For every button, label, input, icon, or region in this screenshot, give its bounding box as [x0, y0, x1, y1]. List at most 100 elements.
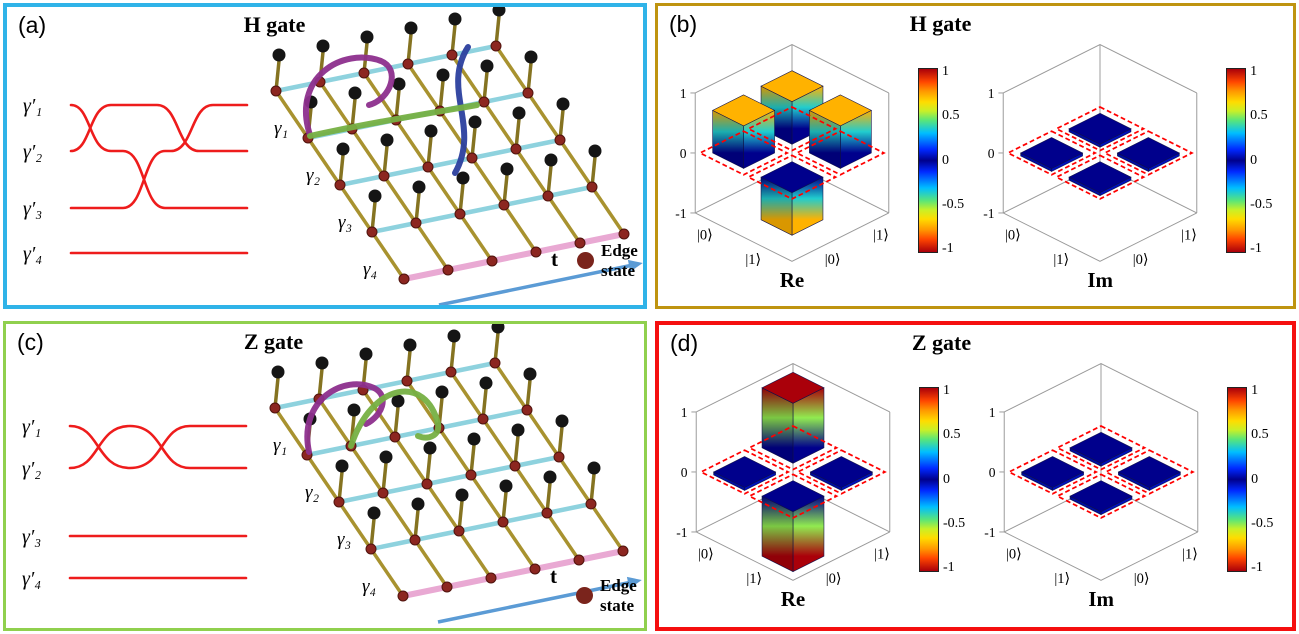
- z-tick-label: 1: [681, 405, 688, 420]
- edge-state-site: [585, 498, 597, 510]
- edge-state-site: [541, 507, 553, 519]
- colorbar-tick: 0: [943, 471, 950, 487]
- colorbar-ticks: 1 0.5 0 -0.5 -1: [1251, 383, 1273, 576]
- ket-label: |1⟩: [1181, 228, 1197, 244]
- ket-label: |1⟩: [746, 571, 762, 587]
- edge-state-site: [410, 217, 422, 229]
- colorbar-tick: 0.5: [1251, 427, 1269, 443]
- bar-shade: [810, 471, 842, 491]
- lattice-rail: [371, 220, 417, 235]
- ket-label: |0⟩: [1133, 252, 1149, 268]
- edge-state-line2: state: [601, 260, 635, 280]
- braid-strand: [69, 103, 249, 210]
- edge-state-dot: [576, 587, 593, 605]
- panel-letter-b: (b): [669, 11, 698, 37]
- edge-state-site: [542, 190, 554, 202]
- braid-diagram-z: γ′₁ γ′₂ γ′₃ γ′₄: [22, 416, 248, 590]
- braid-diagram-h: γ′₁ γ′₂ γ′₃ γ′₄: [23, 95, 249, 265]
- ket-label: |1⟩: [745, 252, 761, 268]
- lattice-rail: [350, 434, 396, 449]
- lattice-atom: [511, 423, 525, 437]
- braid-label-1: γ′₁: [23, 95, 42, 117]
- bar-shade: [1117, 152, 1149, 172]
- bar-top: [760, 161, 824, 193]
- lattice-atom: [468, 115, 482, 129]
- lattice-atom: [436, 68, 450, 82]
- z-tick-label: 0: [989, 465, 996, 480]
- bar-shade: [1069, 128, 1101, 148]
- edge-state-site: [554, 134, 566, 146]
- colorbar-tick: 1: [1250, 64, 1258, 79]
- ket-label: |1⟩: [1054, 252, 1070, 268]
- edge-state-site: [574, 237, 586, 249]
- z-tick-label: 0: [681, 465, 688, 480]
- time-arrow: [438, 263, 634, 305]
- lattice-rail: [426, 472, 472, 487]
- lattice-atom: [368, 189, 382, 203]
- edge-state-site: [334, 179, 346, 191]
- z-tick-label: -1: [675, 206, 686, 221]
- edge-state-site: [521, 404, 533, 416]
- time-label: t: [550, 564, 557, 588]
- ket-label: |0⟩: [1005, 228, 1021, 244]
- edge-state-site: [618, 228, 630, 240]
- lattice-atom: [499, 479, 513, 493]
- edge-state-dot: [577, 252, 594, 270]
- edge-state-site: [553, 451, 565, 463]
- time-arrow-head: [627, 259, 643, 272]
- lattice-atom: [512, 106, 526, 120]
- braid-label-1: γ′₁: [22, 416, 41, 438]
- edge-state-line2: state: [600, 595, 634, 615]
- lattice-gamma-2: γ₂: [306, 165, 321, 186]
- lattice-atom: [412, 180, 426, 194]
- lattice-rail: [482, 407, 528, 422]
- lattice-rail: [306, 443, 352, 458]
- edge-state-site: [586, 181, 598, 193]
- edge-state-site: [402, 58, 414, 70]
- lattice-gamma-4: γ₄: [362, 576, 377, 597]
- colorbar-tick: -0.5: [942, 196, 965, 212]
- lattice-rail: [470, 463, 516, 478]
- bar-shade: [1070, 496, 1102, 515]
- lattice-atom: [272, 48, 286, 62]
- colorbar-tick: -1: [943, 560, 955, 575]
- panel-title-c: Z gate: [243, 329, 304, 354]
- lattice-rail: [407, 52, 453, 67]
- bar-shade: [761, 177, 792, 236]
- ket-label: |0⟩: [1006, 547, 1022, 563]
- bar-shade: [1020, 152, 1052, 172]
- panel-letter-a: (a): [18, 12, 47, 38]
- edge-state-text: Edge state: [600, 576, 637, 615]
- ideal-value-outline: [699, 449, 791, 495]
- edge-state-site: [441, 581, 453, 593]
- bar-top: [809, 456, 874, 488]
- bar-top: [761, 480, 825, 512]
- edge-state-site: [617, 545, 629, 557]
- lattice-atom: [336, 142, 350, 156]
- colorbar: 1 0.5 0 -0.5 -1: [1227, 383, 1273, 612]
- z-tick-label: 0: [680, 146, 687, 161]
- bar-shade: [762, 496, 793, 572]
- lattice-atom: [435, 385, 449, 399]
- edge-state-site: [446, 49, 458, 61]
- lattice-rail: [546, 501, 592, 516]
- edge-state-site: [485, 572, 497, 584]
- ideal-value-outline: [747, 473, 839, 519]
- edge-state-site: [398, 273, 410, 285]
- lattice-row: [398, 228, 630, 285]
- edge-state-site: [489, 357, 501, 369]
- ideal-value-outline: [746, 154, 838, 200]
- lattice-atom: [379, 450, 393, 464]
- panel-title-a: H gate: [243, 12, 306, 37]
- edge-state-site: [269, 402, 281, 414]
- edge-state-site: [422, 161, 434, 173]
- edge-state-site: [497, 516, 509, 528]
- edge-state-site: [333, 496, 345, 508]
- time-arrow: [437, 580, 633, 624]
- ideal-value-outline: [1055, 473, 1147, 519]
- im-label: Im: [1088, 587, 1114, 611]
- z-tick-label: 1: [988, 86, 995, 101]
